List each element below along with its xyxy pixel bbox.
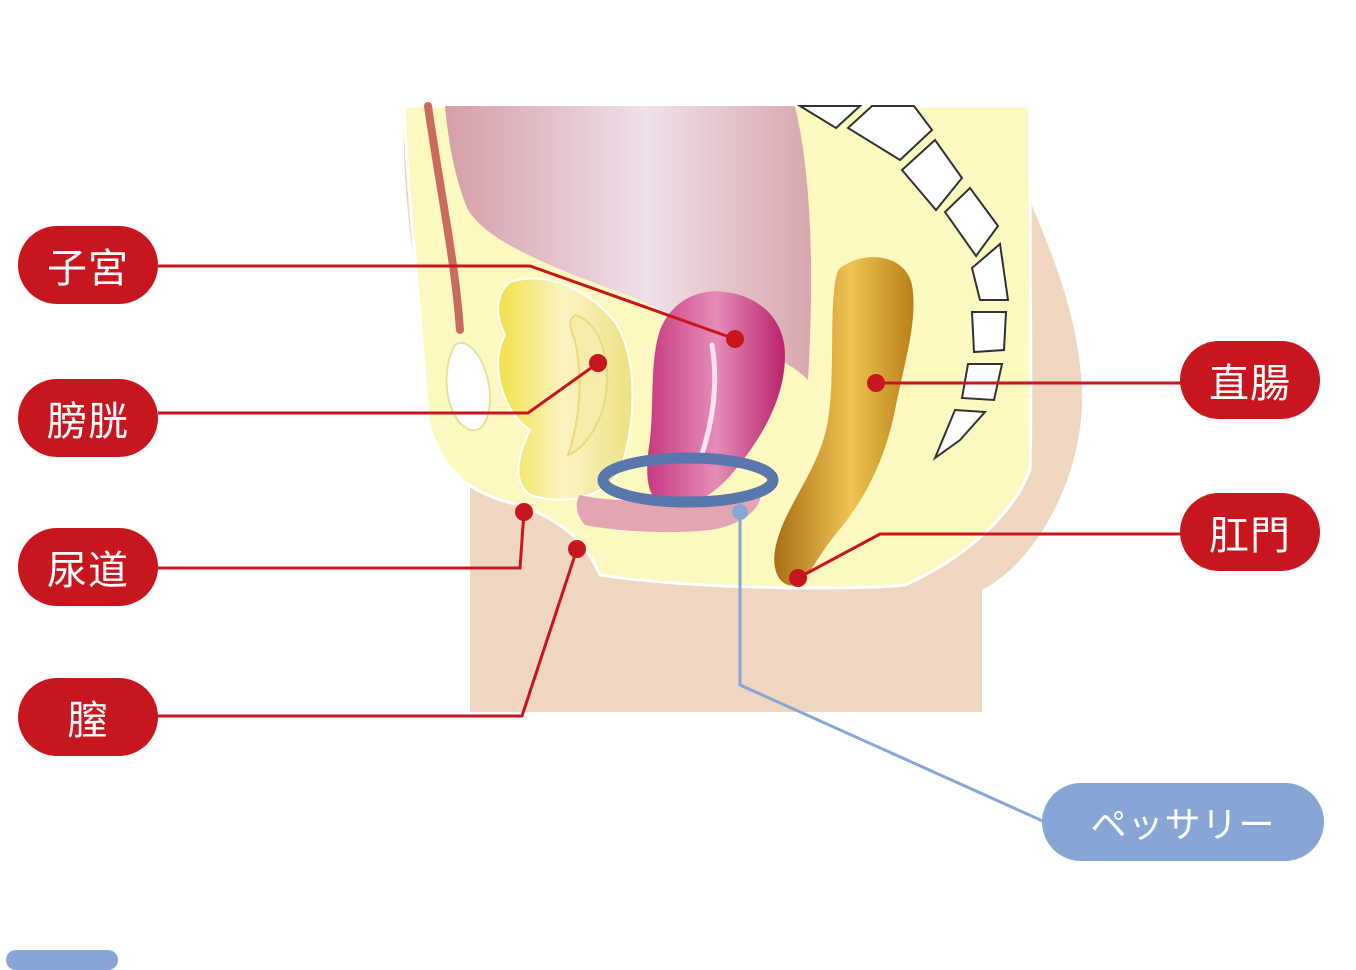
label-pessary: ペッサリー (1042, 783, 1324, 861)
label-uterus: 子宮 (18, 226, 158, 304)
pubic-bone (445, 342, 491, 432)
leader-line-vagina (158, 548, 579, 718)
rectum-shape (774, 257, 914, 586)
abdominal-wall-line (424, 102, 464, 334)
leader-line-bladder (158, 361, 599, 415)
label-rectum: 直腸 (1180, 341, 1320, 419)
bladder-shape (497, 277, 634, 501)
leader-line-urethra (158, 511, 526, 570)
label-urethra: 尿道 (18, 528, 158, 606)
pointer-dot-bladder (589, 354, 607, 372)
leader-line-uterus (158, 264, 736, 341)
label-vagina: 膣 (18, 678, 158, 756)
pointer-dot-rectum (867, 374, 885, 392)
spine-vertebrae (796, 105, 1010, 461)
bladder-inner-fold (566, 313, 608, 457)
label-bladder: 膀胱 (18, 379, 158, 457)
pointer-dot-vagina (568, 540, 586, 558)
pessary-ring (597, 452, 779, 508)
leader-line-pessary (738, 512, 1046, 824)
leader-line-anus (797, 532, 1182, 580)
pointer-dot-anus (789, 569, 807, 587)
uterus-cervix-slit (697, 342, 718, 463)
pointer-dot-urethra (515, 503, 533, 521)
label-anus: 肛門 (1180, 493, 1320, 571)
pointer-dot-pessary (732, 504, 748, 520)
legend-chip (6, 950, 118, 970)
pointer-dot-uterus (726, 330, 744, 348)
